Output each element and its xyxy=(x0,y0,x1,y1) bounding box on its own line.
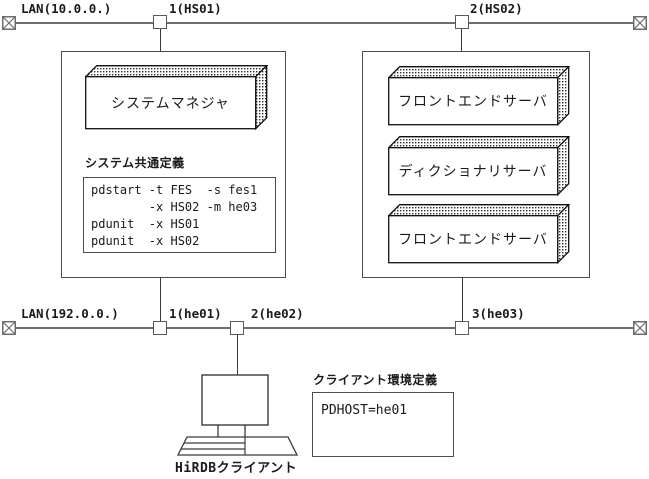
lan1-left-terminator-icon xyxy=(2,16,16,30)
dictionary-server-box: ディクショナリサーバ xyxy=(388,136,570,196)
client-env-definition-text: PDHOST=he01 xyxy=(321,403,408,418)
node-hs01-label: 1(HS01) xyxy=(169,1,222,16)
lan2-line xyxy=(16,327,633,329)
client-env-definition-title: クライアント環境定義 xyxy=(313,373,438,387)
lan1-label: LAN(10.0.0.) xyxy=(21,1,112,16)
network-node-hs01-icon xyxy=(153,15,167,29)
system-common-definition-text: pdstart -t FES -s fes1 -x HS02 -m he03 p… xyxy=(91,183,258,248)
lan1-line xyxy=(16,22,633,24)
connector-he03 xyxy=(462,277,463,322)
connector-he01 xyxy=(160,277,161,322)
node-he02-label: 2(he02) xyxy=(251,306,304,321)
node-hs02-label: 2(HS02) xyxy=(470,1,523,16)
node-he03-label: 3(he03) xyxy=(472,306,525,321)
network-node-he02-icon xyxy=(230,321,244,335)
network-node-he01-icon xyxy=(153,321,167,335)
lan2-left-terminator-icon xyxy=(2,321,16,335)
connector-client xyxy=(237,335,238,375)
front-end-server-box-1: フロントエンドサーバ xyxy=(388,66,570,126)
node-he01-label: 1(he01) xyxy=(169,306,222,321)
system-manager-label: システムマネジャ xyxy=(111,95,230,112)
client-label: HiRDBクライアント xyxy=(175,461,298,476)
front-end-server-label-2: フロントエンドサーバ xyxy=(398,232,548,248)
dictionary-server-label: ディクショナリサーバ xyxy=(398,164,548,180)
front-end-server-label-1: フロントエンドサーバ xyxy=(398,94,548,110)
lan2-label: LAN(192.0.0.) xyxy=(21,306,119,321)
lan1-right-terminator-icon xyxy=(633,16,647,30)
network-node-hs02-icon xyxy=(455,15,469,29)
lan2-right-terminator-icon xyxy=(633,321,647,335)
system-common-definition-title: システム共通定義 xyxy=(85,156,185,170)
client-computer-icon xyxy=(176,374,299,456)
connector-hs01 xyxy=(160,28,161,51)
system-manager-server-box: システムマネジャ xyxy=(85,65,268,130)
front-end-server-box-2: フロントエンドサーバ xyxy=(388,204,570,264)
network-node-he03-icon xyxy=(455,321,469,335)
client-env-definition-box: PDHOST=he01 xyxy=(312,392,454,457)
connector-hs02 xyxy=(461,28,462,51)
system-common-definition-box: pdstart -t FES -s fes1 -x HS02 -m he03 p… xyxy=(83,177,276,253)
